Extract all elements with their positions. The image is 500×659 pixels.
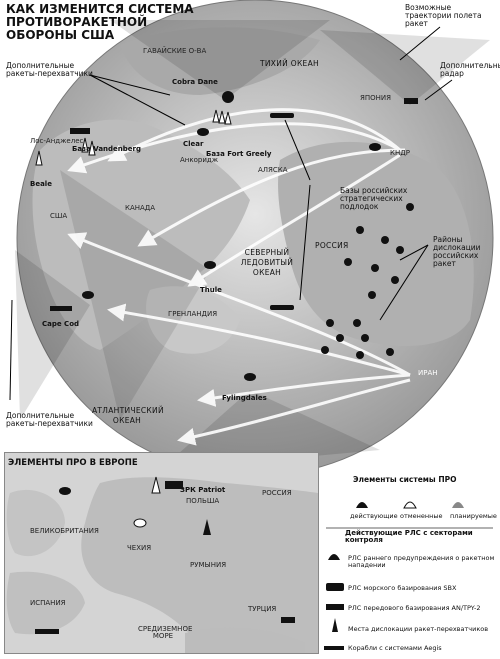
label-europe-russia: РОССИЯ <box>262 489 292 497</box>
note-trajectories: Возможные траектории полета ракет <box>405 3 482 28</box>
label-usa: США <box>50 212 68 220</box>
legend-item-aegis: Корабли с системами Aegis <box>348 644 442 652</box>
legend-icons <box>324 501 493 650</box>
legend-item-sbx: РЛС морского базирования SBX <box>348 584 457 592</box>
label-north-korea: КНДР <box>390 149 410 157</box>
legend-state-cancelled: отмененные <box>400 512 443 520</box>
label-poland: ПОЛЬША <box>186 497 220 505</box>
label-turkey: ТУРЦИЯ <box>248 605 277 613</box>
legend-radars-title: Действующие РЛС с секторами контроля <box>345 529 473 545</box>
label-fort-greely: База Fort Greely <box>206 150 272 158</box>
label-russia: РОССИЯ <box>315 241 349 250</box>
note-russian-missiles: Районы дислокации российских ракет <box>433 235 481 268</box>
label-alaska: АЛЯСКА <box>258 166 288 174</box>
label-pacific: ТИХИЙ ОКЕАН <box>260 59 319 68</box>
label-hawaii: ГАВАЙСКИЕ О-ВА <box>143 47 207 55</box>
label-thule: Thule <box>200 286 222 294</box>
note-extra-radar: Дополнительный радар <box>440 61 500 78</box>
label-cape-cod: Cape Cod <box>42 320 80 328</box>
legend-title: Элементы системы ПРО <box>353 475 457 484</box>
label-anchorage: Анкоридж <box>180 156 219 164</box>
note-extra-interceptors-top: Дополнительные ракеты-перехватчики <box>6 61 93 78</box>
label-fylingdales: Fylingdales <box>222 394 267 402</box>
label-vandenberg: База Vandenberg <box>72 145 141 153</box>
legend-item-tpy2: РЛС передового базирования AN/TPY-2 <box>348 604 481 612</box>
note-extra-interceptors-bottom: Дополнительные ракеты-перехватчики <box>6 411 93 428</box>
label-cobra-dane: Cobra Dane <box>172 78 218 86</box>
europe-title: ЭЛЕМЕНТЫ ПРО В ЕВРОПЕ <box>8 458 138 468</box>
label-japan: ЯПОНИЯ <box>360 94 392 102</box>
label-greenland: ГРЕНЛАНДИЯ <box>168 310 218 318</box>
label-romania: РУМЫНИЯ <box>190 561 227 569</box>
label-uk: ВЕЛИКОБРИТАНИЯ <box>30 527 99 535</box>
page-title: КАК ИЗМЕНИТСЯ СИСТЕМА ПРОТИВОРАКЕТНОЙ ОБ… <box>6 2 194 42</box>
legend-item-interceptors: Места дислокации ракет-перехватчиков <box>348 625 489 633</box>
europe-inset <box>4 452 319 654</box>
label-arctic: СЕВЕРНЫЙ ЛЕДОВИТЫЙ ОКЕАН <box>240 248 294 277</box>
label-med: СРЕДИЗЕМНОЕ МОРЕ <box>138 625 193 641</box>
legend-item-early-warning: РЛС раннего предупреждения о ракетном на… <box>348 554 495 569</box>
label-spain: ИСПАНИЯ <box>30 599 66 607</box>
label-los-angeles: Лос-Анджелес <box>30 137 84 145</box>
label-atlantic: АТЛАНТИЧЕСКИЙ ОКЕАН <box>92 406 164 425</box>
label-canada: КАНАДА <box>125 204 156 212</box>
note-russian-subs: Базы российских стратегических подлодок <box>340 186 408 211</box>
label-beale: Beale <box>30 180 52 188</box>
legend-state-planned: планируемые <box>450 512 497 520</box>
label-czech: ЧЕХИЯ <box>127 544 152 552</box>
legend-state-active: действующие <box>350 512 398 520</box>
label-iran: ИРАН <box>418 369 438 377</box>
europe-map <box>6 476 318 653</box>
label-clear: Clear <box>183 140 204 148</box>
label-patriot: ЗРК Patriot <box>180 486 226 494</box>
